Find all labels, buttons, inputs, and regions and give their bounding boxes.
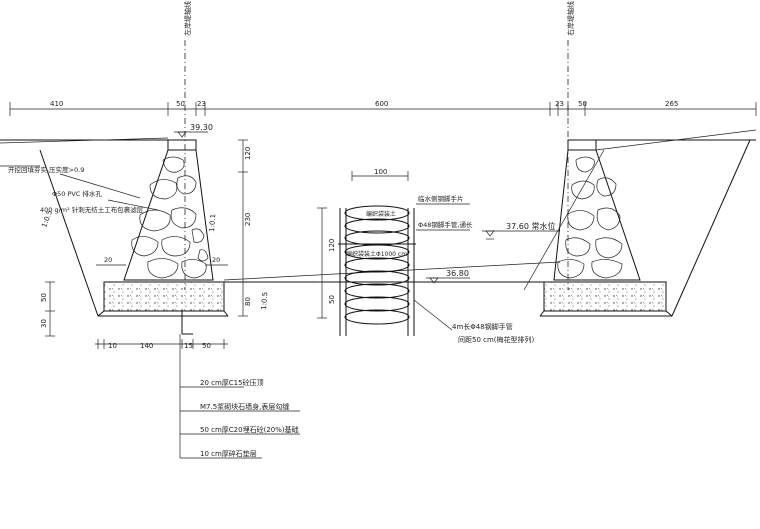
cofferdam-plank-label: 临水侧钢脚手片 xyxy=(418,194,464,203)
svg-text:50: 50 xyxy=(202,342,211,350)
dim-50-right: 50 xyxy=(578,100,587,108)
legend-gravel: 10 cm厚碎石垫层 xyxy=(200,449,257,458)
base-dimensions: 50 30 10 140 15 50 xyxy=(40,281,228,350)
dim-600: 600 xyxy=(375,100,388,108)
right-axis-label: 右岸堤轴线 xyxy=(566,1,575,36)
bed-elevation: 36.80 xyxy=(426,269,470,284)
dim-w20-right: 20 xyxy=(212,256,220,264)
svg-text:15: 15 xyxy=(184,342,193,350)
dim-23-right: 23 xyxy=(555,100,564,108)
right-ground-line xyxy=(523,129,757,317)
cofferdam-tube-label: Φ48钢脚手管,通长 xyxy=(418,220,473,229)
cofferdam-fill-label: 编织袋装土 xyxy=(366,210,396,218)
legend-foundation: 50 cm厚C20埋石砼(20%)基础 xyxy=(200,425,299,434)
cofferdam-pile-spacing: 间距50 cm(梅花型排列) xyxy=(458,335,535,344)
svg-text:30: 30 xyxy=(40,319,48,328)
water-elevation: 37.60 常水位 xyxy=(482,221,560,240)
svg-text:100: 100 xyxy=(374,168,387,176)
slope-back-wall: 1:0.1 xyxy=(208,214,217,232)
svg-text:50: 50 xyxy=(328,295,336,304)
left-retaining-wall xyxy=(97,139,229,335)
left-ground-line xyxy=(0,137,169,317)
svg-text:39.30: 39.30 xyxy=(190,123,213,132)
wall-height-dimensions: 120 230 80 xyxy=(238,139,252,317)
dim-50-left: 50 xyxy=(176,100,185,108)
svg-text:37.60 常水位: 37.60 常水位 xyxy=(506,221,555,231)
note-fill-compaction: 开挖回填夯实,压实度>0.9 xyxy=(8,165,84,174)
svg-text:80: 80 xyxy=(244,297,252,306)
note-drain-pipe: Φ50 PVC 排水孔 xyxy=(52,189,102,198)
svg-text:230: 230 xyxy=(244,213,252,226)
legend-coping: 20 cm厚C15砼压顶 xyxy=(200,378,264,387)
note-geotextile: 400 g/m² 针刺无纺土工布包裹滤层 xyxy=(40,205,144,214)
right-retaining-wall xyxy=(539,139,673,317)
dim-265: 265 xyxy=(665,100,678,108)
legend-masonry: M7.5浆砌块石墙身,表层勾缝 xyxy=(200,402,289,411)
dim-w20-left: 20 xyxy=(104,256,112,264)
left-axis-label: 左岸堤轴线 xyxy=(183,1,192,36)
crest-elevation: 39.30 xyxy=(174,123,213,138)
svg-text:36.80: 36.80 xyxy=(446,269,469,278)
dim-23-left: 23 xyxy=(197,100,206,108)
svg-text:50: 50 xyxy=(40,293,48,302)
top-dimension-chain: 410 50 23 600 23 50 265 xyxy=(9,100,757,116)
material-legend: 20 cm厚C15砼压顶 M7.5浆砌块石墙身,表层勾缝 50 cm厚C20埋石… xyxy=(179,334,300,459)
cofferdam-bag-label: 编织袋装土Φ1000 cm xyxy=(346,250,407,258)
svg-text:120: 120 xyxy=(244,147,252,160)
dim-410: 410 xyxy=(50,100,63,108)
cofferdam: 100 编织袋装土 编织袋装土Φ1000 cm 120 50 临水侧钢脚手片 Φ… xyxy=(317,168,535,344)
slope-front-wall: 1:0.5 xyxy=(260,292,269,310)
svg-text:10: 10 xyxy=(108,342,117,350)
svg-text:140: 140 xyxy=(140,342,153,350)
svg-text:120: 120 xyxy=(328,239,336,252)
cofferdam-pile-label: 4m长Φ48钢脚手管 xyxy=(452,322,513,331)
